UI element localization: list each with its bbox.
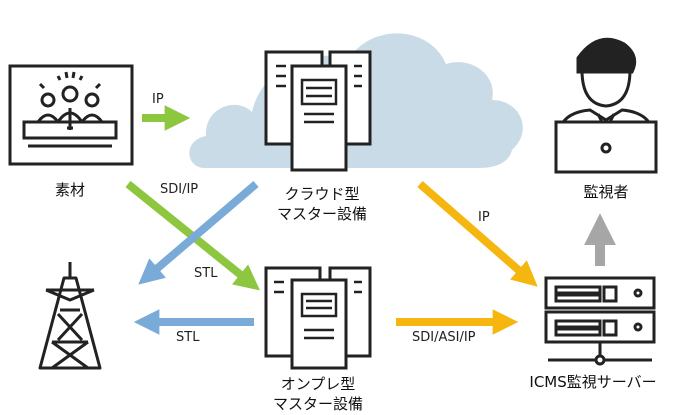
source-meeting-icon (8, 64, 134, 166)
edge-label-cloud-to-icms: IP (478, 210, 490, 225)
arrow-cloud-to-tower (138, 180, 259, 285)
icms-server-icon (544, 276, 656, 366)
edge-label-source-to-cloud: IP (152, 92, 164, 107)
cloud-server-icon (264, 50, 372, 172)
onprem-master-label-line1: オンプレ型 (280, 375, 356, 393)
arrow-source-to-onprem (125, 180, 260, 291)
cloud-master-label-line2: マスター設備 (276, 205, 367, 223)
onprem-server-icon (264, 266, 372, 370)
edge-label-cloud-to-tower: STL (194, 266, 218, 281)
source-label: 素材 (54, 181, 85, 199)
edge-label-onprem-to-icms: SDI/ASI/IP (412, 330, 476, 345)
icms-server-label: ICMS監視サーバー (529, 373, 657, 391)
cloud-master-label-line1: クラウド型 (284, 185, 360, 203)
operator-icon (554, 37, 658, 174)
transmission-tower-icon (38, 262, 102, 370)
onprem-master-label-line2: マスター設備 (272, 395, 363, 413)
edge-label-onprem-to-tower: STL (176, 330, 200, 345)
arrow-cloud-to-icms (417, 180, 538, 287)
monitor-person-label: 監視者 (583, 183, 629, 201)
edge-label-source-to-onprem: SDI/IP (160, 182, 199, 197)
